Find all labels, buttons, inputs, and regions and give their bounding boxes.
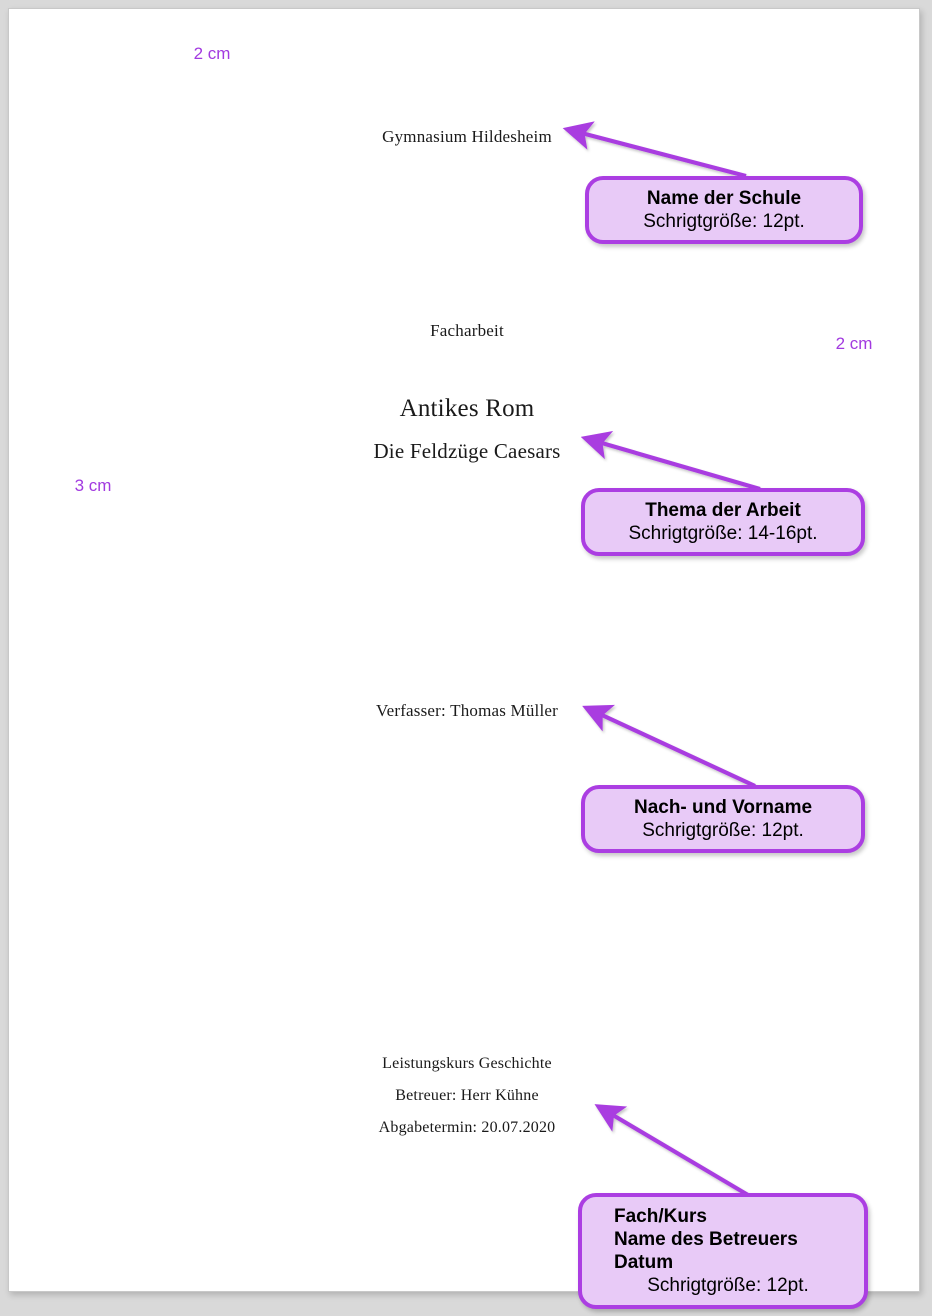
callout-course-subtitle: Schrigtgröße: 12pt.: [647, 1275, 809, 1297]
margin-label-left: 3 cm: [74, 476, 112, 495]
callout-name-title: Nach- und Vorname: [633, 796, 813, 818]
callout-school-title: Name der Schule: [646, 187, 802, 209]
doc-deadline: Abgabetermin: 20.07.2020: [378, 1119, 556, 1136]
doc-author: Verfasser: Thomas Müller: [376, 701, 558, 720]
callout-name[interactable]: Nach- und Vorname Schrigtgröße: 12pt.: [581, 785, 865, 853]
callout-course-line-2: Name des Betreuers: [614, 1228, 798, 1250]
callout-topic-subtitle: Schrigtgröße: 14-16pt.: [628, 523, 818, 544]
doc-school-name: Gymnasium Hildesheim: [382, 127, 552, 146]
callout-course-line-1: Fach/Kurs: [614, 1205, 707, 1227]
callout-topic[interactable]: Thema der Arbeit Schrigtgröße: 14-16pt.: [581, 488, 865, 556]
doc-main-title: Antikes Rom: [399, 395, 535, 422]
margin-label-top: 2 cm: [193, 44, 231, 63]
doc-subtitle: Die Feldzüge Caesars: [373, 439, 561, 463]
callout-school[interactable]: Name der Schule Schrigtgröße: 12pt.: [585, 176, 863, 244]
callout-course-line-3: Datum: [614, 1252, 674, 1273]
callout-topic-title: Thema der Arbeit: [645, 499, 801, 521]
doc-tutor: Betreuer: Herr Kühne: [395, 1087, 539, 1104]
callout-name-subtitle: Schrigtgröße: 12pt.: [642, 820, 804, 841]
margin-label-right: 2 cm: [835, 334, 873, 353]
doc-work-type: Facharbeit: [430, 321, 504, 340]
callout-school-subtitle: Schrigtgröße: 12pt.: [643, 211, 805, 232]
doc-course: Leistungskurs Geschichte: [382, 1055, 552, 1072]
callout-course[interactable]: Fach/Kurs Name des Betreuers Datum Schri…: [578, 1193, 868, 1309]
